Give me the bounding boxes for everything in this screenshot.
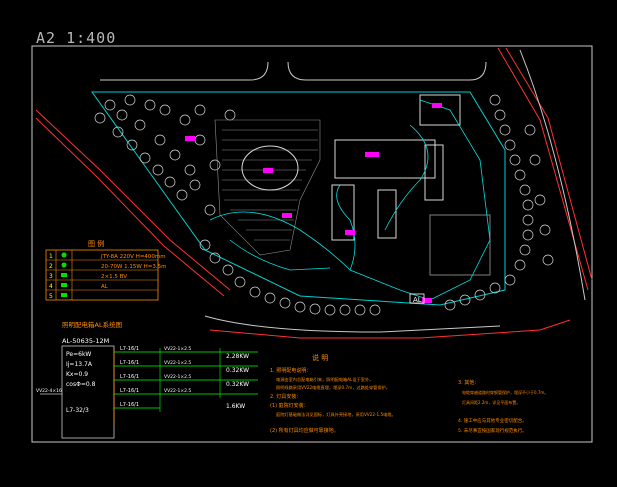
plaza-hatch <box>214 119 321 256</box>
drawing-frame <box>31 45 593 443</box>
note-line: 3. 其他： <box>458 379 479 386</box>
sheet-scale-label: A2 1:400 <box>36 29 117 47</box>
circuit-lines <box>114 351 258 409</box>
circuit-cable: VV22-1×2.5 <box>164 374 191 380</box>
legend-spec: JTY-8A 220V H=400mm <box>100 254 166 260</box>
note-line: 5. 未尽事宜按国家现行规范执行。 <box>458 427 527 434</box>
circuit-breaker: L7-16/1 <box>120 346 139 352</box>
circuit-cable: VV22-1×2.5 <box>164 388 191 394</box>
note-line: 电源由室内总配电箱引来，照明配电箱AL设于室外。 <box>276 376 373 383</box>
circuit-load: 0.32KW <box>226 381 249 388</box>
al-box-tag: AL <box>413 296 422 304</box>
legend-num: 1 <box>49 253 53 260</box>
note-line: 1. 照明配电说明： <box>270 367 311 374</box>
panel-param: Kx=0.9 <box>66 371 88 378</box>
buildings <box>241 94 491 276</box>
legend-spec: AL <box>101 284 109 290</box>
legend-table: 图 例 1 2 3 4 5 JTY-8A 220V H=400mm 20-70W… <box>45 239 166 301</box>
circuit-load: 0.32KW <box>226 367 249 374</box>
circuit-cable: VV22-1×2.5 <box>164 346 191 352</box>
main-breaker: L7-32/3 <box>66 407 89 414</box>
panel-model: AL-50635-12M <box>62 337 109 345</box>
circuit-dividers <box>159 348 221 412</box>
panel-title: 照明配电箱AL系统图 <box>62 320 122 329</box>
legend-num: 4 <box>49 283 53 290</box>
circuit-breaker: L7-16/1 <box>120 374 139 380</box>
circuit-breaker: L7-16/1 <box>120 388 139 394</box>
legend-num: 3 <box>49 273 53 280</box>
site-boundary <box>91 91 506 306</box>
note-line: 4. 施工中应与其他专业密切配合。 <box>458 417 527 424</box>
circuit-breaker: L7-16/1 <box>120 360 139 366</box>
note-line: 电缆穿越道路时穿钢管保护，埋深不小于0.7m。 <box>462 389 548 395</box>
legend-title: 图 例 <box>88 239 104 248</box>
circuit-breaker: L7-16/1 <box>120 402 139 408</box>
panel-param: Ij=13.7A <box>66 361 93 368</box>
lighting-circuits <box>209 99 491 301</box>
notes-title: 说 明 <box>312 353 328 362</box>
top-road-edges <box>100 49 586 333</box>
road-lines <box>35 47 593 339</box>
panel-system-diagram: 照明配电箱AL系统图 AL-50635-12M Pe=6kW Ij=13.7A … <box>36 320 258 439</box>
note-line: 照明线路采用VV22电缆直埋，埋深0.7m，过路处穿管保护。 <box>276 384 390 391</box>
note-line: (2) 所有灯具均应做可靠接地。 <box>270 427 339 434</box>
legend-spec: 20-70W 1.15W H=3.5m <box>101 264 166 270</box>
circuit-cable: VV22-1×2.5 <box>164 360 191 366</box>
legend-num: 2 <box>49 263 53 270</box>
legend-num: 5 <box>49 293 53 300</box>
legend-spec: 2×1.5 BV <box>101 274 127 280</box>
magenta-tags <box>185 103 442 303</box>
panel-param: cosΦ=0.8 <box>66 381 96 388</box>
al-box-symbol <box>409 293 425 304</box>
note-line: 2. 灯具安装： <box>270 393 301 400</box>
note-line: (1) 庭院灯安装： <box>270 402 309 409</box>
tree-groups <box>94 94 554 316</box>
design-notes: 说 明 1. 照明配电说明： 电源由室内总配电箱引来，照明配电箱AL设于室外。 … <box>270 353 548 434</box>
circuit-load: 1.6KW <box>226 403 245 410</box>
incoming-cable: VV22-4×16 <box>36 388 62 394</box>
note-line: 庭院灯基础做法详见国标，灯具外壳接地，采用VV22-1.5电缆。 <box>276 411 396 418</box>
note-line: 灯具间距2.2m，详见平面布置。 <box>462 399 520 405</box>
panel-param: Pe=6kW <box>66 351 91 358</box>
circuit-load: 2.28KW <box>226 353 249 360</box>
